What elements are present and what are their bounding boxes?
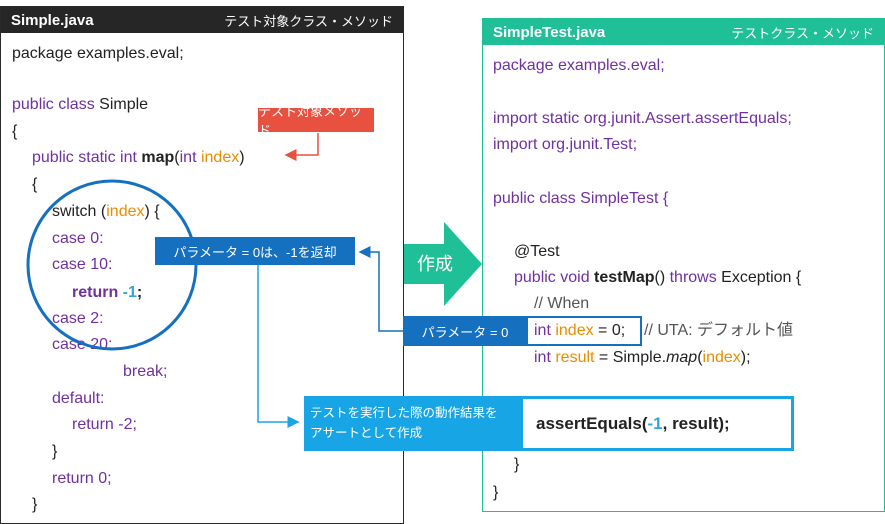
assert-text-end: , result); bbox=[662, 413, 730, 433]
source-panel-subtitle: テスト対象クラス・メソッド bbox=[224, 13, 393, 29]
code-line: case 2: bbox=[52, 310, 104, 327]
source-panel: Simple.java テスト対象クラス・メソッド bbox=[0, 6, 404, 524]
result-declaration-line: int result = Simple.map(index); bbox=[534, 349, 751, 366]
assert-text: assertEquals( bbox=[536, 413, 648, 433]
result-callout: テストを実行した際の動作結果を アサートとして作成 bbox=[304, 396, 522, 451]
create-arrow-icon bbox=[404, 222, 482, 306]
param-highlight-box bbox=[526, 316, 642, 346]
code-line: } bbox=[52, 443, 58, 460]
code-line: public class SimpleTest { bbox=[493, 190, 669, 207]
param-arrow bbox=[358, 246, 403, 332]
source-file-name: Simple.java bbox=[11, 11, 94, 29]
code-line: switch (index) { bbox=[52, 203, 160, 220]
code-line: } bbox=[493, 484, 499, 501]
result-arrow bbox=[257, 265, 300, 428]
code-line: } bbox=[514, 456, 520, 473]
code-line: return -2; bbox=[72, 416, 137, 433]
assert-statement-box: assertEquals(-1, result); bbox=[520, 396, 794, 451]
create-label: 作成 bbox=[417, 254, 453, 274]
code-line: case 0: bbox=[52, 230, 104, 247]
test-method-signature: public void testMap() throws Exception { bbox=[514, 269, 802, 286]
assert-expected: -1 bbox=[647, 413, 663, 433]
target-method-callout: テスト対象メソッド bbox=[258, 104, 374, 138]
code-line: // When bbox=[534, 295, 590, 312]
test-panel-header: SimpleTest.java テストクラス・メソッド bbox=[483, 19, 884, 45]
source-panel-header: Simple.java テスト対象クラス・メソッド bbox=[1, 7, 403, 33]
code-line: @Test bbox=[514, 243, 560, 260]
code-line: break; bbox=[123, 363, 168, 380]
code-comment: // UTA: デフォルト値 bbox=[644, 322, 794, 339]
code-line: import static org.junit.Assert.assertEqu… bbox=[493, 110, 792, 127]
code-line: { bbox=[12, 123, 18, 140]
code-line: package examples.eval; bbox=[493, 57, 665, 74]
test-file-name: SimpleTest.java bbox=[493, 23, 606, 41]
highlight-circle bbox=[26, 179, 198, 351]
code-line: { bbox=[32, 176, 38, 193]
param-zero-callout: パラメータ = 0 bbox=[403, 316, 527, 346]
code-line: return 0; bbox=[52, 470, 112, 487]
return-minus-one-line: return -1; bbox=[72, 284, 143, 301]
test-panel-subtitle: テストクラス・メソッド bbox=[731, 25, 874, 41]
code-line: case 10: bbox=[52, 256, 113, 273]
code-line: package examples.eval; bbox=[12, 45, 184, 62]
index-declaration-line: int index = 0; bbox=[534, 322, 626, 339]
target-method-arrow bbox=[284, 133, 319, 161]
code-line: default: bbox=[52, 390, 105, 407]
code-line: public class Simple bbox=[12, 96, 149, 113]
param-returns-callout: パラメータ = 0は、-1を返却 bbox=[155, 237, 355, 265]
method-signature: public static int map(int index) bbox=[32, 149, 245, 166]
result-callout-line1: テストを実行した際の動作結果を bbox=[310, 406, 498, 420]
code-line: import org.junit.Test; bbox=[493, 136, 638, 153]
code-line: } bbox=[32, 496, 38, 513]
result-callout-line2: アサートとして作成 bbox=[310, 426, 423, 440]
